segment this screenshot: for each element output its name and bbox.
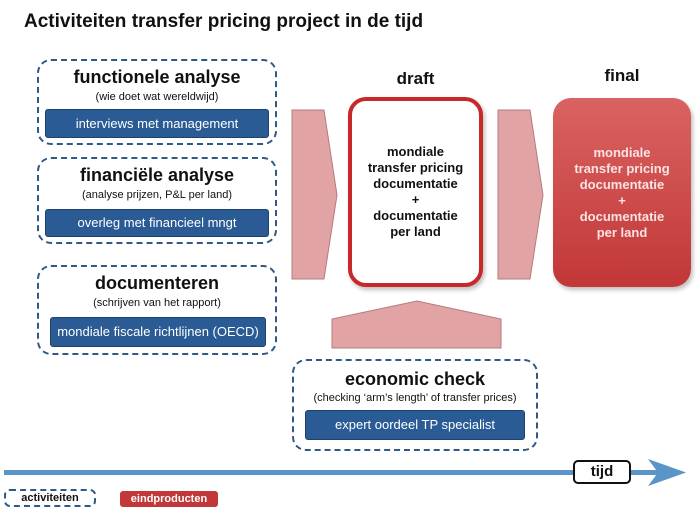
arrow-to-final <box>497 109 544 280</box>
activity-name: functionele analyse <box>73 67 241 87</box>
final-line: mondiale <box>593 144 651 160</box>
activity-name: economic check <box>344 369 486 389</box>
draft-line: documentatie <box>373 176 458 191</box>
final-product: mondiale transfer pricing documentatie +… <box>553 98 691 287</box>
activity-functionele-analyse: functionele analyse (wie doet wat wereld… <box>37 59 277 145</box>
draft-line: documentatie <box>373 208 458 223</box>
activity-economic-check: economic check (checking ‘arm’s length’ … <box>292 359 538 451</box>
diagram-title: Activiteiten transfer pricing project in… <box>24 11 424 32</box>
draft-line: transfer pricing <box>367 160 464 175</box>
final-line: documentatie <box>579 176 665 192</box>
activity-name: documenteren <box>94 273 220 293</box>
draft-line: mondiale <box>386 144 445 159</box>
final-text: mondiale transfer pricing documentatie +… <box>574 145 669 241</box>
final-line: transfer pricing <box>574 160 670 176</box>
activity-action: mondiale fiscale richtlijnen (OECD) <box>50 317 266 347</box>
activity-subtitle: (checking ‘arm’s length’ of transfer pri… <box>313 392 517 404</box>
draft-heading: draft <box>396 69 435 88</box>
draft-product: mondiale transfer pricing documentatie +… <box>348 97 483 287</box>
final-line: + <box>618 192 626 208</box>
draft-text: mondiale transfer pricing documentatie +… <box>368 144 463 240</box>
activity-name: financiële analyse <box>79 165 235 185</box>
activity-action: interviews met management <box>45 109 269 138</box>
legend-products: eindproducten <box>120 491 218 507</box>
activity-action: overleg met financieel mngt <box>45 209 269 237</box>
final-heading: final <box>604 66 640 85</box>
activity-action: expert oordeel TP specialist <box>305 410 525 440</box>
activity-financiele-analyse: financiële analyse (analyse prijzen, P&L… <box>37 157 277 244</box>
legend-activities: activiteiten <box>4 489 96 507</box>
arrow-check-up <box>331 300 502 349</box>
draft-line: per land <box>390 224 441 239</box>
arrow-to-draft <box>291 109 338 280</box>
final-line: documentatie <box>579 208 665 224</box>
draft-line: + <box>411 192 420 207</box>
final-line: per land <box>596 224 648 240</box>
activity-subtitle: (analyse prijzen, P&L per land) <box>81 189 232 201</box>
activity-subtitle: (wie doet wat wereldwijd) <box>95 91 219 103</box>
activity-subtitle: (schrijven van het rapport) <box>93 297 221 309</box>
timeline-label: tijd <box>573 460 631 484</box>
timeline-arrow <box>4 459 686 486</box>
activity-documenteren: documenteren (schrijven van het rapport)… <box>37 265 277 355</box>
